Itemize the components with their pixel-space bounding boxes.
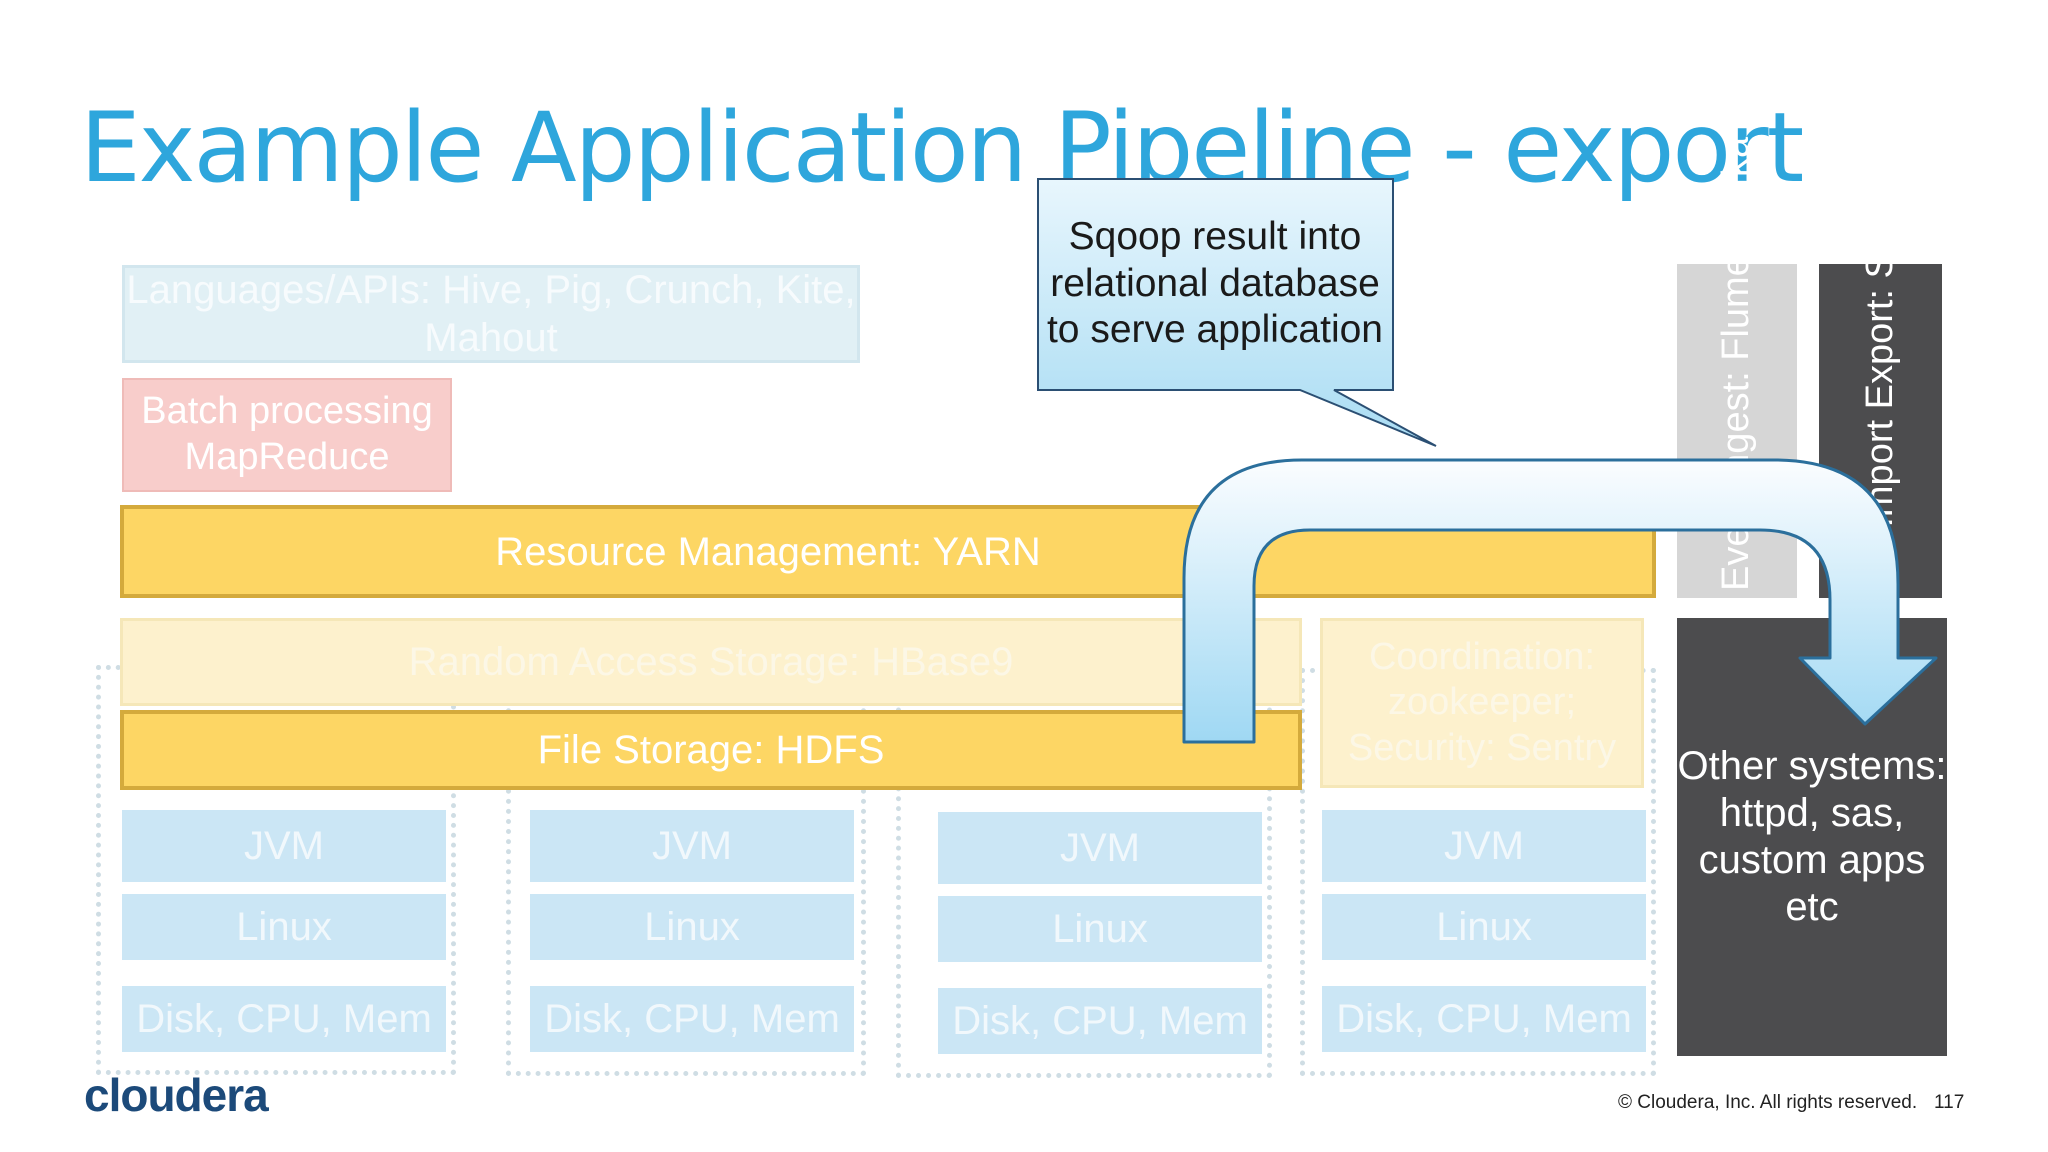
hardware-cell: Disk, CPU, Mem [122, 986, 446, 1052]
linux-cell: Linux [938, 896, 1262, 962]
batch-layer: Batch processing MapReduce [122, 378, 452, 492]
event-ingest-box: Event ingest: Flume, Kafka [1677, 137, 1797, 598]
callout-bubble [1037, 178, 1437, 447]
jvm-cell: JVM [122, 810, 446, 882]
linux-cell: Linux [530, 894, 854, 960]
languages-layer: Languages/APIs: Hive, Pig, Crunch, Kite,… [122, 265, 860, 363]
export-arrow [1182, 458, 1938, 744]
hdfs-layer: File Storage: HDFS [120, 710, 1302, 790]
page-number: 117 [1934, 1092, 1965, 1113]
jvm-cell: JVM [530, 810, 854, 882]
cloudera-logo: cloudera [84, 1069, 269, 1121]
random-access-layer: Random Access Storage: HBase9 [120, 618, 1302, 706]
other-systems-box: Other systems: httpd, sas, custom apps e… [1677, 618, 1947, 1056]
jvm-cell: JVM [938, 812, 1262, 884]
copyright-text: © Cloudera, Inc. All rights reserved. [1618, 1092, 1918, 1113]
page-title: Example Application Pipeline - export [80, 92, 1804, 204]
hardware-cell: Disk, CPU, Mem [530, 986, 854, 1052]
linux-cell: Linux [1322, 894, 1646, 960]
jvm-cell: JVM [1322, 810, 1646, 882]
callout-text: Sqoop result into relational database to… [1046, 214, 1384, 352]
linux-cell: Linux [122, 894, 446, 960]
hardware-cell: Disk, CPU, Mem [1322, 986, 1646, 1052]
hardware-cell: Disk, CPU, Mem [938, 988, 1262, 1054]
coordination-layer: Coordination: zookeeper; Security: Sentr… [1320, 618, 1644, 788]
